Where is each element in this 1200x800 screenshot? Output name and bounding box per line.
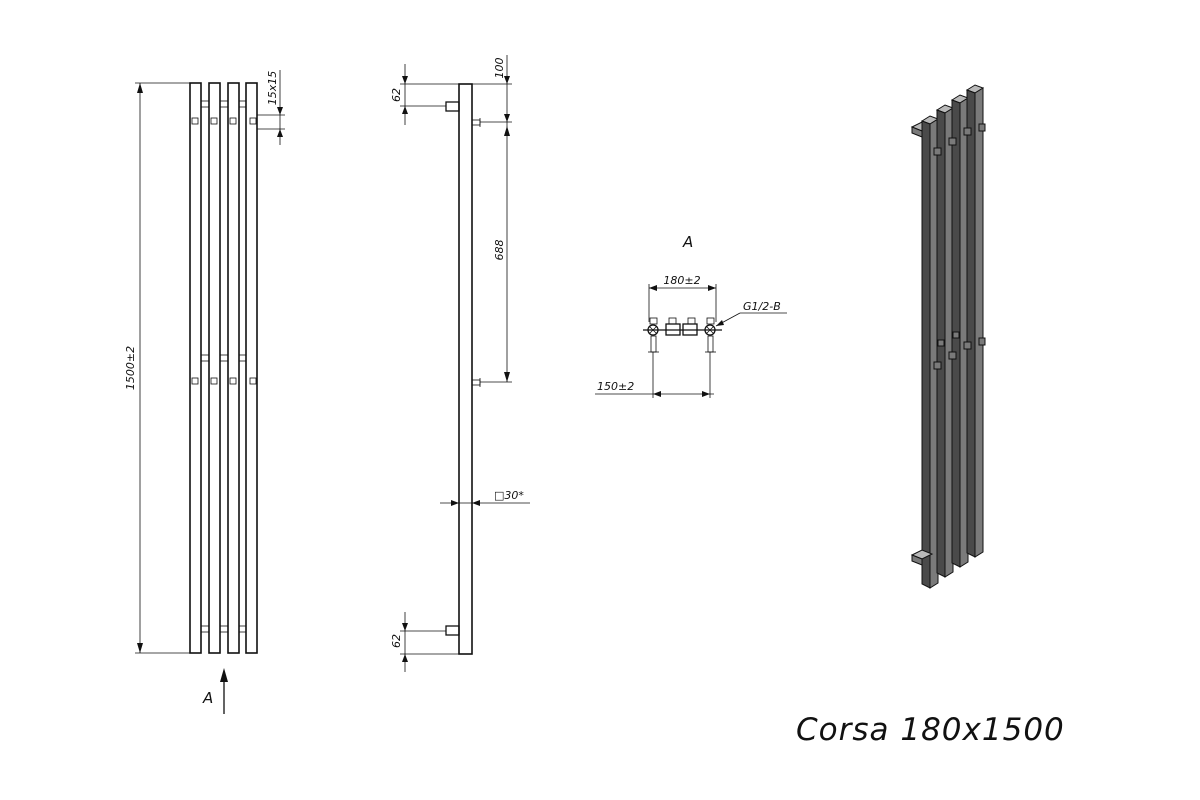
front-fixings <box>191 117 257 385</box>
width-label: 180±2 <box>663 274 700 287</box>
connection-label: G1/2-B <box>743 300 781 313</box>
tube-section-label: 15x15 <box>266 71 279 106</box>
top-bracket-dimension: 62 <box>390 64 459 125</box>
tube-3 <box>227 82 240 654</box>
side-tube <box>458 83 473 655</box>
view-marker-label: A <box>202 689 213 707</box>
top-offset-label: 100 <box>493 58 506 79</box>
tube-4 <box>245 82 258 654</box>
side-pins <box>471 118 481 387</box>
bracket-spacing-dimension: 688 <box>480 122 512 383</box>
top-offset-dimension: 100 <box>472 55 512 123</box>
bracket-spacing-label: 688 <box>493 240 506 261</box>
bottom-wall-bracket <box>445 625 460 636</box>
tube-1 <box>189 82 202 654</box>
view-arrow-a: A <box>202 668 228 714</box>
bottom-bracket-dimension: 62 <box>390 612 459 672</box>
profile-label: □30* <box>494 489 524 502</box>
front-view: 1500±2 15x15 A <box>124 70 285 714</box>
top-bracket-label: 62 <box>390 88 403 102</box>
axis-spacing-dimension: 150±2 <box>595 352 714 398</box>
upper-fixings <box>933 123 986 156</box>
radiator-3d-view <box>910 84 986 589</box>
detail-a-title: A <box>682 233 693 251</box>
front-connectors <box>200 100 247 633</box>
model-title: Corsa 180x1500 <box>796 712 1065 748</box>
detail-a: A 180±2 <box>595 233 787 398</box>
connection-leader: G1/2-B <box>715 300 787 327</box>
tube-section-dimension: 15x15 <box>257 70 285 145</box>
overall-height-label: 1500±2 <box>124 346 137 390</box>
bottom-bracket-label: 62 <box>390 634 403 648</box>
middle-fixings <box>933 331 986 370</box>
front-tubes <box>189 82 258 654</box>
overall-height-dimension: 1500±2 <box>124 82 190 654</box>
tube-2 <box>208 82 221 654</box>
valve-assembly <box>643 317 722 353</box>
profile-dimension: □30* <box>440 489 530 506</box>
side-view: 100 688 62 62 <box>390 55 530 672</box>
top-wall-bracket <box>445 101 460 112</box>
width-dimension: 180±2 <box>648 274 717 322</box>
axis-spacing-label: 150±2 <box>597 380 634 393</box>
